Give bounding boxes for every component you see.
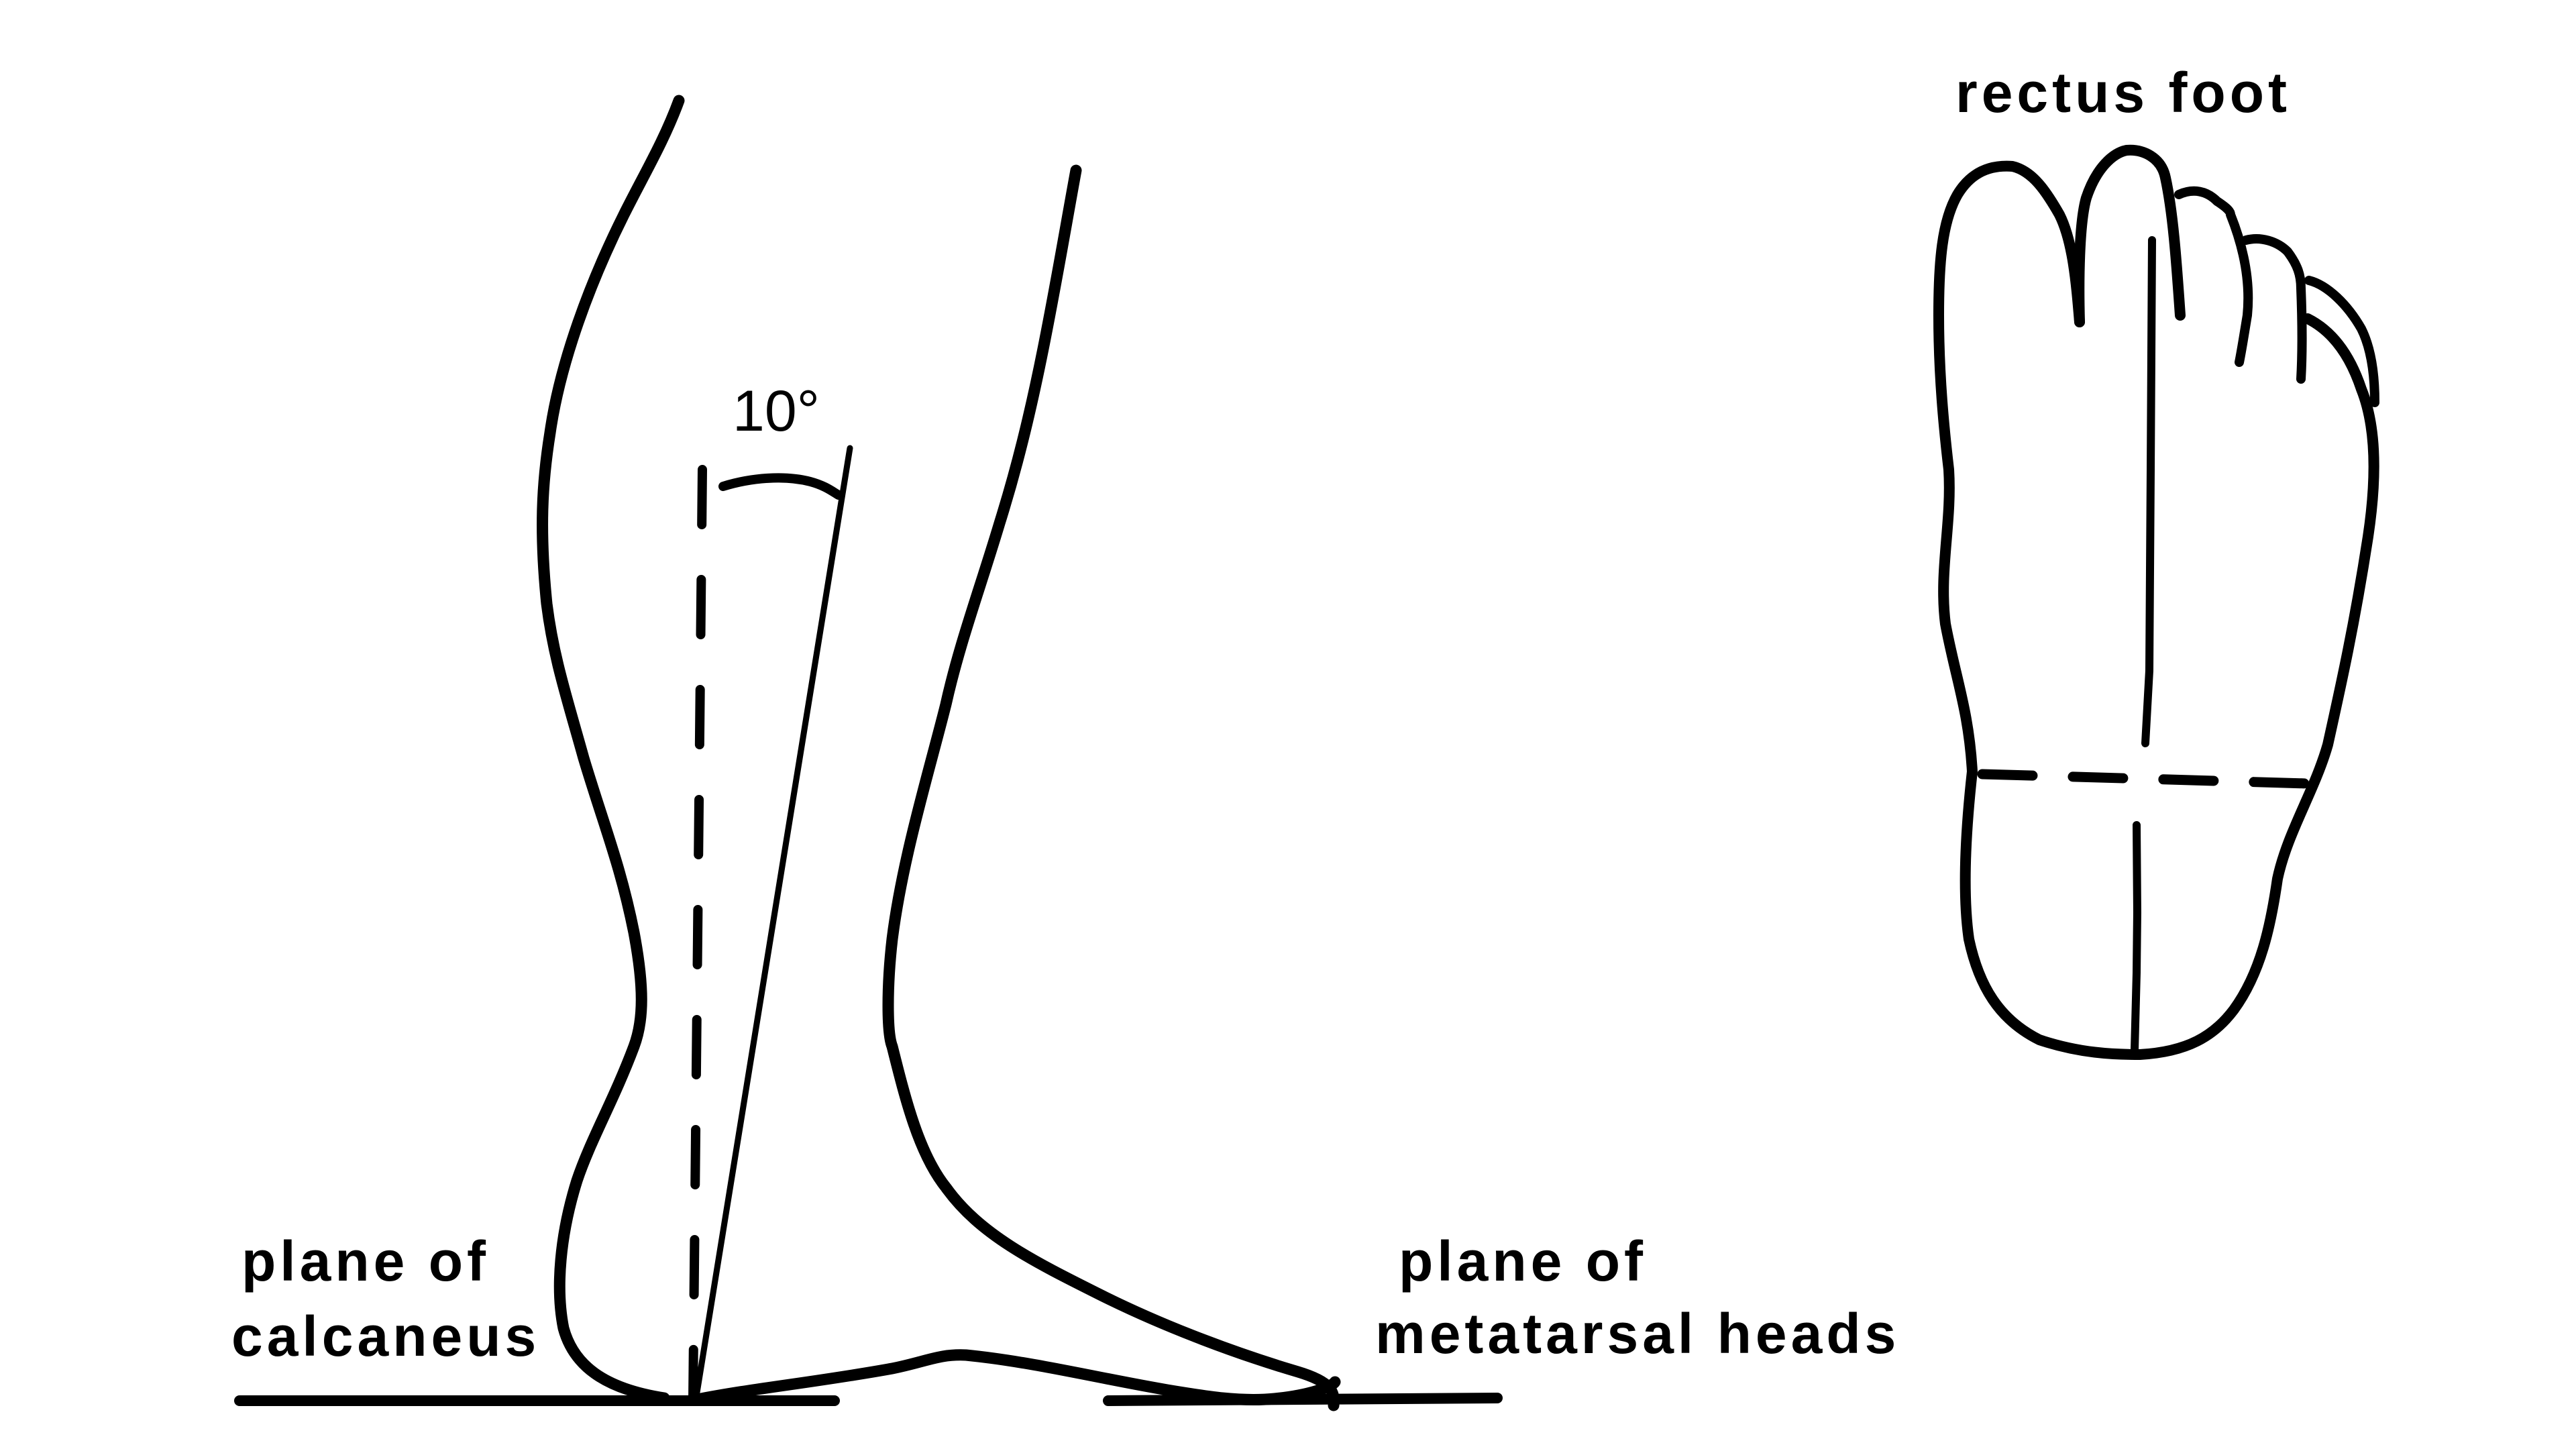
toe-4-outline [2241,234,2307,384]
plane-of-metatarsal-heads-line [1103,1393,1503,1406]
toe-3-outline [2174,186,2253,367]
toe-1-2-outline [2074,144,2186,327]
plane-of-calcaneus-label-line2: calcaneus [231,1305,541,1368]
leg-posterior-contour [537,95,685,1404]
plane-of-metatarsal-heads-label-line2: metatarsal heads [1375,1302,1900,1365]
plane-of-calcaneus-label-line1: plane of [241,1230,490,1293]
foot-transverse-dashed-line [1977,769,2313,789]
foot-outline [1933,160,2379,1060]
foot-sole-contour [692,1349,1341,1406]
side-view-leg [234,95,1503,1411]
angle-arc [718,473,843,500]
foot-longitudinal-axis-upper [2141,236,2156,747]
foot-longitudinal-axis-lower [2131,821,2141,1054]
rectus-foot-title: rectus foot [1955,61,2292,124]
plane-of-metatarsal-heads-label-line1: plane of [1399,1230,1648,1293]
angle-label: 10° [733,379,820,443]
heel-axis-line [692,445,853,1404]
leg-anterior-contour [882,164,1340,1411]
plantar-view-foot [1933,144,2379,1060]
vertical-reference-dashed-line [688,465,707,1405]
toe-5-outline [2304,276,2379,407]
